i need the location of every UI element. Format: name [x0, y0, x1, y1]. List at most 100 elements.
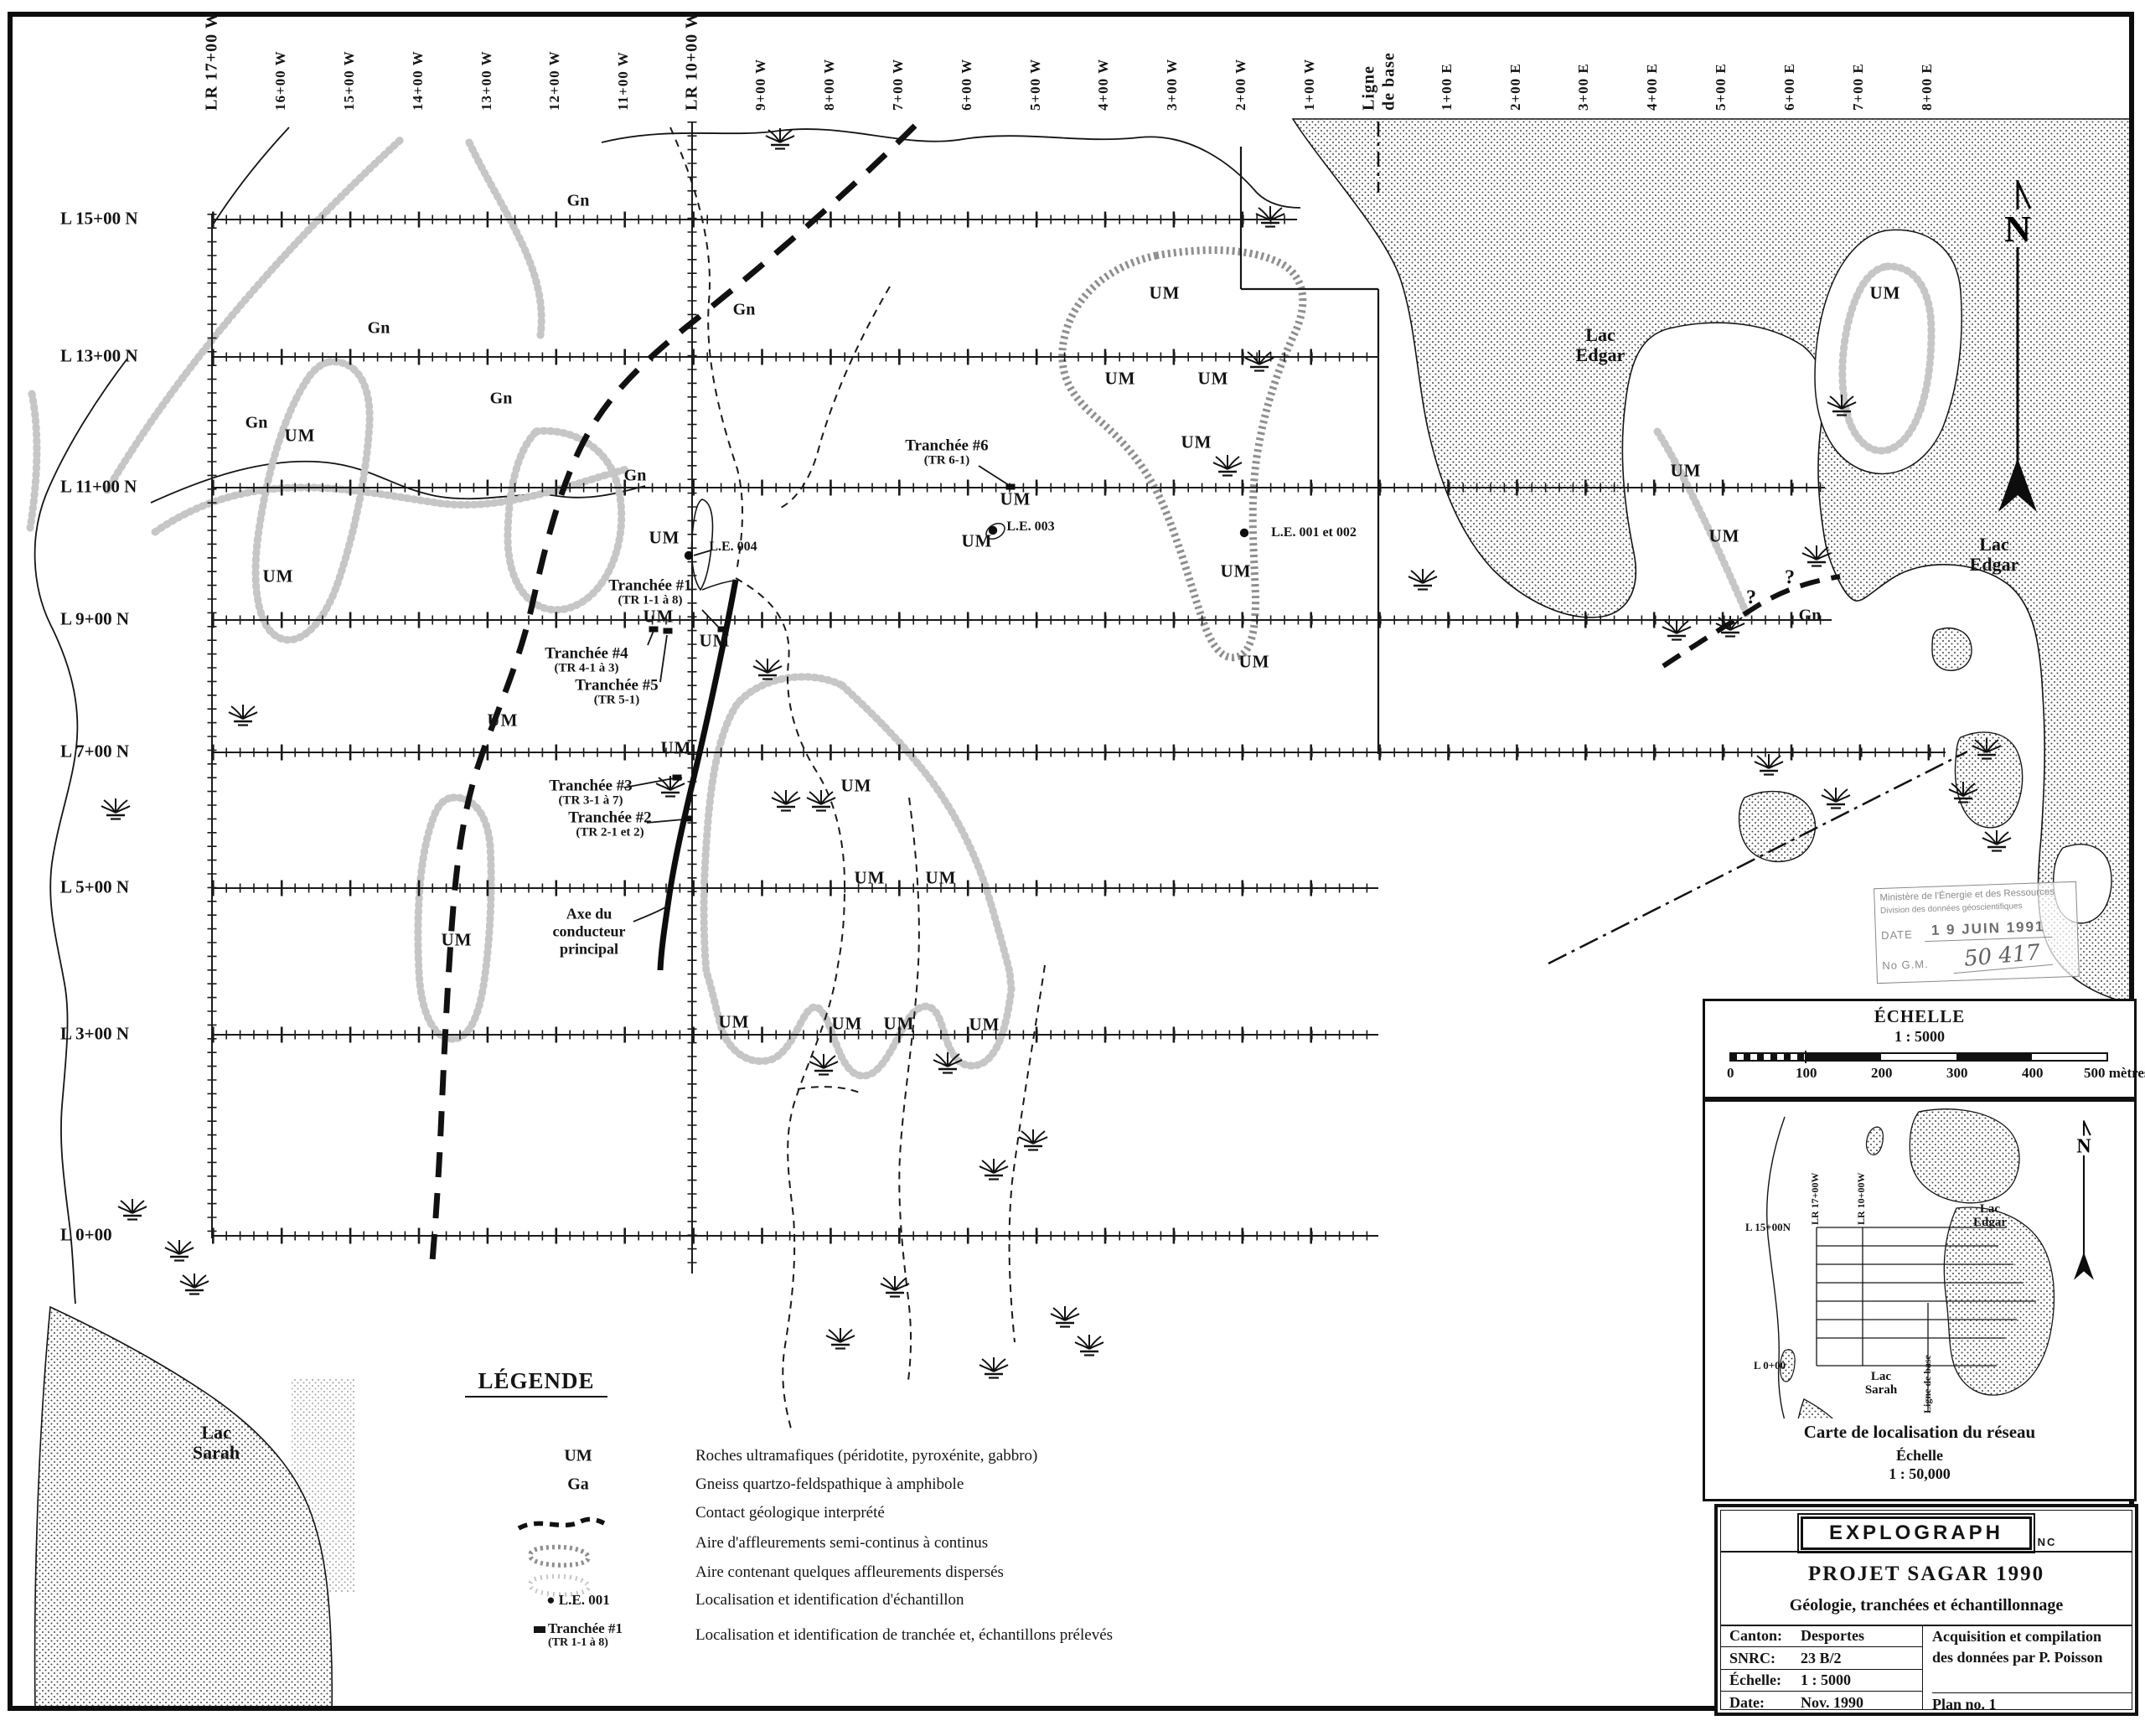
- unit-label-um: UM: [1197, 368, 1229, 389]
- unit-label-um: UM: [1104, 368, 1136, 389]
- station-label: 5+00 E: [1713, 63, 1729, 111]
- uncertainty-question-mark: ?: [1746, 586, 1756, 609]
- unit-label-gn: Gn: [367, 318, 390, 338]
- title-block-table: Canton:Desportes SNRC:23 B/2 Échelle:1 :…: [1721, 1625, 2132, 1713]
- scale-title: ÉCHELLE: [1874, 1006, 1966, 1026]
- trench-markers: [649, 483, 1016, 822]
- unit-label-um: UM: [1181, 431, 1212, 452]
- sample-dot-icon: ● L.E. 001: [546, 1592, 610, 1608]
- station-label: 14+00 W: [410, 50, 426, 111]
- title-block: EXPLOGRAPH INC PROJET SAGAR 1990 Géologi…: [1714, 1504, 2138, 1716]
- unit-label-um: UM: [831, 1013, 863, 1034]
- leader-lines: [623, 465, 1010, 922]
- station-label: 16+00 W: [272, 50, 288, 111]
- scale-box: ÉCHELLE 1 : 5000 0 100 200 300 400 500 m…: [1703, 999, 2145, 1099]
- station-label: 3+00 W: [1164, 58, 1180, 111]
- survey-line-label: L 9+00 N: [60, 608, 129, 629]
- station-label: 9+00 W: [752, 58, 768, 111]
- semicontinuous-outcrop-area: [1058, 246, 1307, 662]
- unit-label-um: UM: [1670, 460, 1702, 481]
- station-label: 2+00 E: [1507, 63, 1523, 111]
- station-label: 4+00 E: [1644, 63, 1660, 111]
- project-subtitle: Géologie, tranchées et échantillonnage: [1789, 1596, 2064, 1615]
- unit-label-um: UM: [262, 566, 294, 586]
- unit-label-um: UM: [660, 737, 692, 758]
- sample-annotation: L.E. 003: [1006, 519, 1055, 534]
- unit-label-um: UM: [1220, 561, 1252, 581]
- unit-label-um: UM: [1708, 525, 1740, 546]
- scale-ratio: 1 : 5000: [1894, 1028, 1945, 1045]
- unit-label-um: UM: [1000, 488, 1031, 509]
- legend-symbol-ga: Ga: [567, 1475, 589, 1494]
- unit-label-um: UM: [643, 606, 675, 627]
- station-label: 4+00 W: [1095, 58, 1111, 111]
- north-letter: N: [2004, 209, 2031, 250]
- streams: [669, 127, 1046, 1429]
- unit-label-um: UM: [1238, 651, 1270, 672]
- sample-annotation: L.E. 004: [709, 540, 757, 554]
- unit-label-um: UM: [1869, 282, 1901, 303]
- station-label: 7+00 W: [890, 58, 906, 111]
- trench-mark-icon: Tranchée #1 (TR 1-1 à 8): [515, 1621, 641, 1650]
- unit-label-um: UM: [441, 929, 473, 950]
- trench-annotation: Tranchée #2(TR 2-1 et 2): [568, 809, 652, 840]
- inset-title: Carte de localisation du réseau: [1803, 1422, 2036, 1442]
- station-label-major: de base: [1379, 52, 1398, 111]
- inset-lr10-label: LR 10+00W: [1855, 1172, 1867, 1225]
- plan-number: Plan no. 1: [1932, 1692, 2132, 1714]
- unit-label-um: UM: [1149, 282, 1181, 303]
- inset-baseline-label: Ligne de base: [1921, 1354, 1933, 1413]
- lac-sarah-water: [34, 1305, 355, 1710]
- claim-lines: [1239, 121, 1380, 754]
- station-label: 13+00 W: [478, 50, 494, 111]
- station-label-major: Ligne: [1359, 65, 1378, 111]
- survey-line-label: L 11+00 N: [60, 476, 137, 497]
- dispersed-outcrop-areas: [26, 134, 1936, 1080]
- unit-label-gn: Gn: [1798, 606, 1822, 625]
- station-label: 8+00 W: [821, 58, 837, 111]
- legend-row-um: UM Roches ultramafiques (péridotite, pyr…: [465, 1442, 1052, 1470]
- sample-annotation: L.E. 001 et 002: [1271, 525, 1357, 540]
- survey-line-label: L 15+00 N: [60, 208, 138, 229]
- unit-label-um: UM: [961, 530, 993, 551]
- station-label: 2+00 W: [1233, 58, 1248, 111]
- unit-label-um: UM: [969, 1014, 1000, 1035]
- unit-label-um: UM: [883, 1013, 915, 1034]
- trench-annotation: Tranchée #3(TR 3-1 à 7): [549, 777, 633, 808]
- legend-row-contact: Contact géologique interprété: [465, 1499, 1052, 1531]
- legend-title: LÉGENDE: [465, 1368, 607, 1398]
- inset-north-arrow: N: [2074, 1120, 2094, 1280]
- station-label: 11+00 W: [615, 51, 631, 111]
- trench-annotation: Tranchée #1(TR 1-1 à 8): [608, 576, 692, 607]
- unit-label-um: UM: [649, 527, 680, 548]
- scale-bar: [1729, 1051, 2108, 1063]
- unit-label-um: UM: [699, 630, 731, 651]
- inset-l0-label: L 0+00: [1754, 1359, 1786, 1372]
- survey-line-label: L 7+00 N: [60, 741, 129, 762]
- inset-lr17-label: LR 17+00W: [1809, 1172, 1821, 1225]
- station-label: 6+00 W: [959, 58, 974, 111]
- inset-location-map: N LR 17+00W LR 10+00W L 15+00N L 0+00 Li…: [1703, 1099, 2137, 1501]
- station-label: 15+00 W: [341, 50, 357, 111]
- station-label: 1+00 W: [1301, 58, 1317, 111]
- legend-symbol-um: UM: [564, 1446, 592, 1465]
- uncertainty-question-mark: ?: [1785, 566, 1795, 589]
- legend: LÉGENDE UM Roches ultramafiques (péridot…: [465, 1361, 1113, 1688]
- explograph-logo: EXPLOGRAPH: [1797, 1513, 2035, 1553]
- unit-label-um: UM: [718, 1011, 750, 1032]
- sample-dots: [684, 522, 1249, 561]
- legend-row-ga: Ga Gneiss quartzo-feldspathique à amphib…: [465, 1470, 1052, 1499]
- legend-row-dispersed: Aire contenant quelques affleurements di…: [465, 1558, 1052, 1597]
- station-label-major: LR 17+00 W: [202, 11, 221, 111]
- svg-text:N: N: [2076, 1135, 2091, 1157]
- shorelines: [34, 127, 1301, 1305]
- sheet-border: [8, 12, 2134, 1711]
